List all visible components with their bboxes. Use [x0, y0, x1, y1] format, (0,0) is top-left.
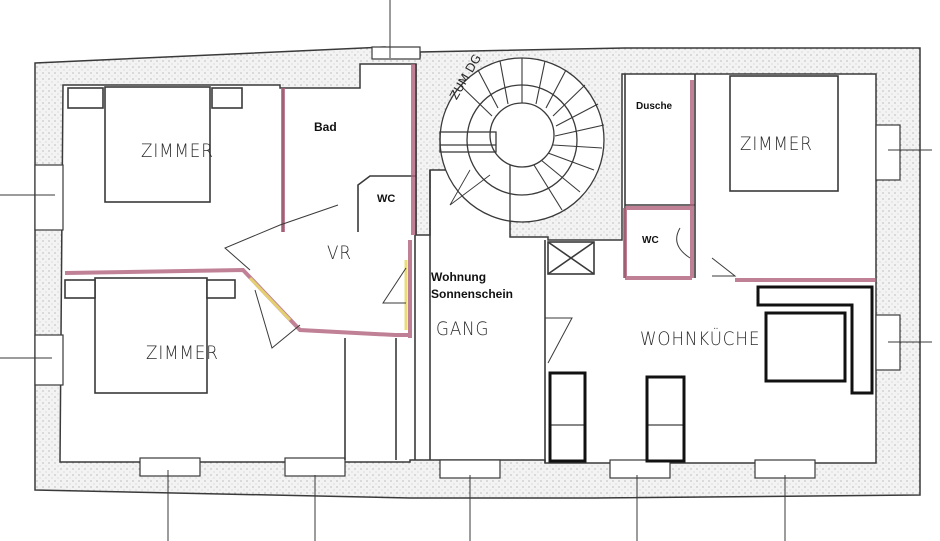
- room-label-zimmer-top-left: ZIMMER: [141, 140, 214, 162]
- bed-top-left: [104, 86, 211, 203]
- new-walls: [64, 64, 876, 338]
- room-label-wc-right: WC: [642, 235, 659, 246]
- apartment-label-line2: Sonnenschein: [431, 287, 514, 301]
- room-label-vr: VR: [327, 242, 352, 264]
- room-label-dusche: Dusche: [636, 101, 673, 112]
- bed-right: [729, 75, 839, 192]
- room-label-zimmer-bottom-left: ZIMMER: [146, 342, 219, 364]
- bed-bottom-left: [94, 277, 208, 394]
- apartment-label-line1: Wohnung: [431, 270, 487, 284]
- room-label-bad: Bad: [314, 120, 337, 134]
- room-label-wc-left: WC: [377, 193, 396, 205]
- spiral-staircase: [439, 57, 605, 223]
- door-swings: [224, 204, 737, 364]
- kitchen-furniture: [548, 285, 874, 463]
- room-label-wohnkueche: WOHNKÜCHE: [640, 328, 761, 350]
- furniture: [64, 75, 839, 394]
- room-label-zimmer-right: ZIMMER: [740, 133, 813, 155]
- room-label-gang: GANG: [436, 318, 490, 340]
